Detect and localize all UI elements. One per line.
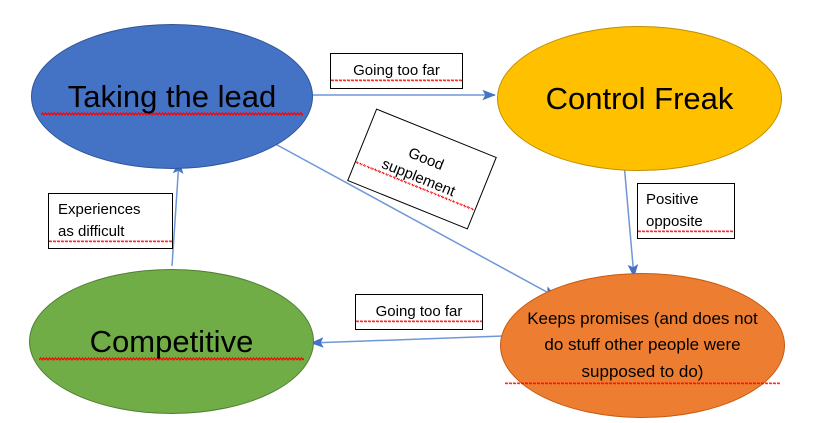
node-control-freak-label: Control Freak — [545, 80, 734, 116]
edge-label-going-too-far-top-text: Going too far — [331, 60, 462, 82]
edge-label-positive-opposite[interactable]: Positive opposite — [637, 183, 735, 239]
edge-label-positive-opposite-text: Positive opposite — [638, 189, 734, 233]
node-competitive-label: Competitive — [39, 321, 304, 362]
edge-label-experiences-as-difficult[interactable]: Experiences as difficult — [48, 193, 173, 249]
node-keeps-promises-label: Keeps promises (and does not do stuff ot… — [504, 305, 781, 386]
arrow-competitive-to-taking-the-lead — [171, 160, 184, 267]
arrow-control-freak-to-keeps-promises — [623, 162, 639, 278]
node-taking-the-lead-label: Taking the lead — [41, 76, 303, 117]
node-control-freak[interactable]: Control Freak — [497, 26, 782, 171]
edge-label-experiences-as-difficult-text: Experiences as difficult — [49, 199, 172, 243]
edge-label-going-too-far-top[interactable]: Going too far — [330, 53, 463, 89]
node-keeps-promises[interactable]: Keeps promises (and does not do stuff ot… — [500, 273, 785, 418]
edge-label-going-too-far-bottom-text: Going too far — [356, 301, 482, 323]
node-taking-the-lead[interactable]: Taking the lead — [31, 24, 313, 169]
node-competitive[interactable]: Competitive — [29, 269, 314, 414]
arrow-taking-the-lead-to-keeps-promises — [267, 139, 557, 298]
edge-label-going-too-far-bottom[interactable]: Going too far — [355, 294, 483, 330]
arrow-keeps-promises-to-competitive — [310, 335, 504, 348]
